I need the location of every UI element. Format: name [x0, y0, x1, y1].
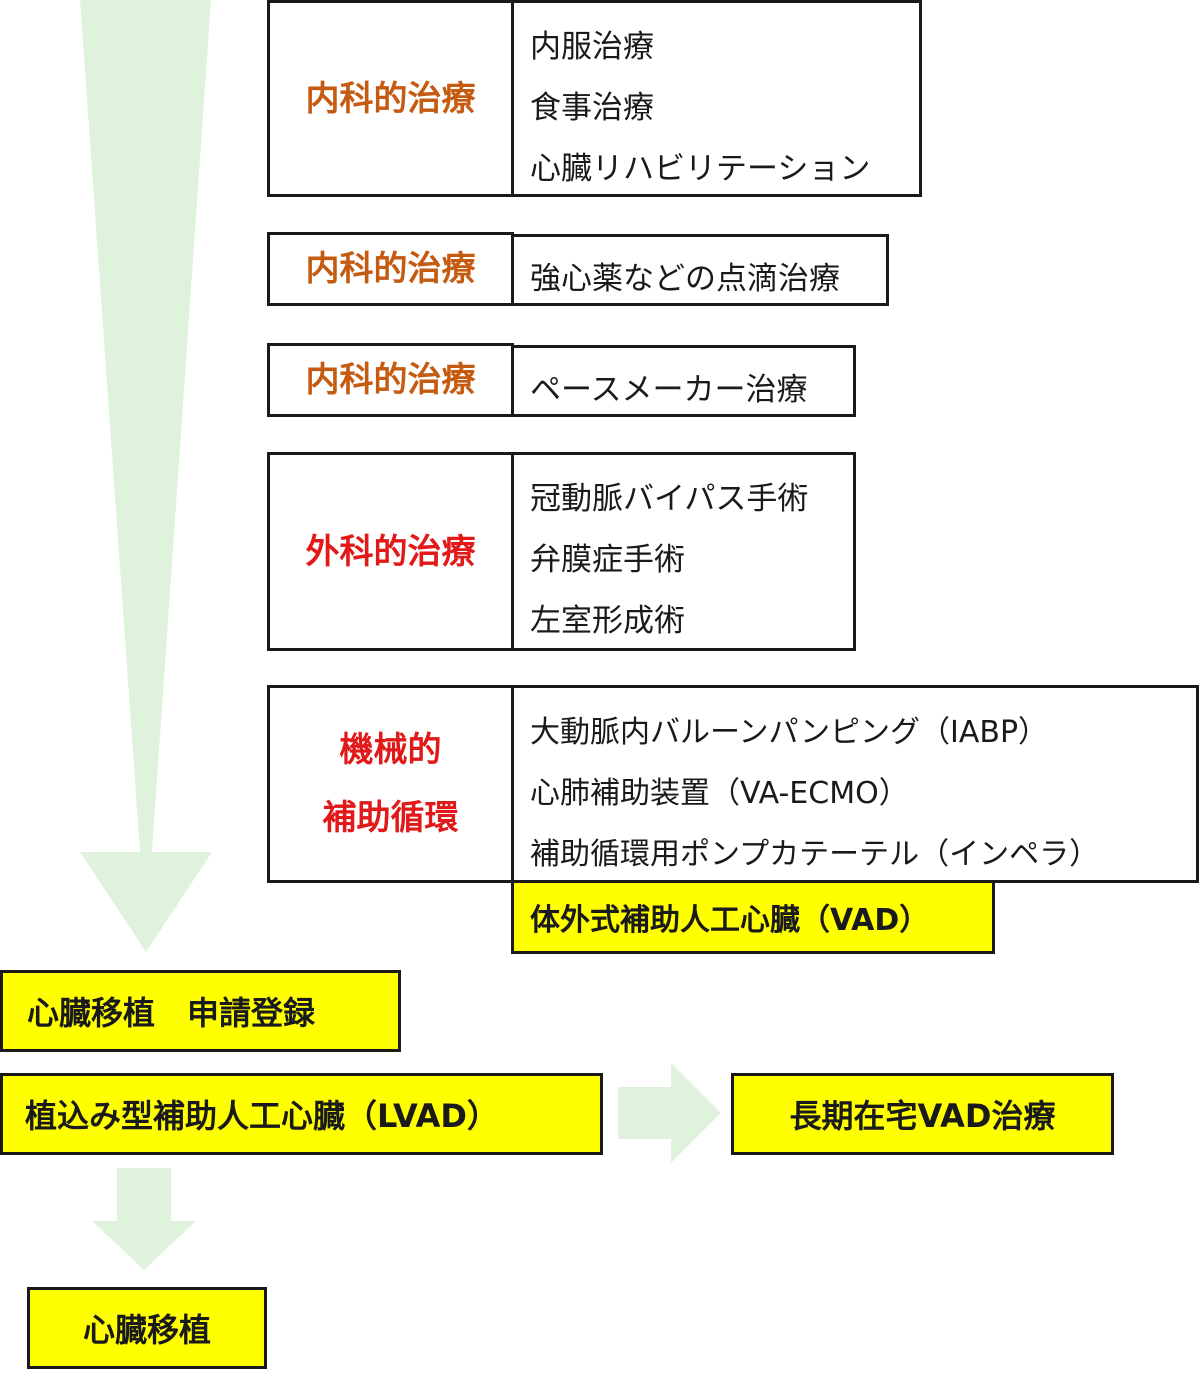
tier-item: 弁膜症手術 [530, 542, 685, 578]
main-down-arrow-icon [80, 0, 212, 952]
small-down-arrow-icon [92, 1168, 196, 1270]
tier-5-items: 大動脈内バルーンパンピング（IABP） 心肺補助装置（VA-ECMO） 補助循環… [511, 685, 1199, 883]
tier-item: 補助循環用ポンプカテーテル（インペラ） [530, 837, 1100, 872]
tier-item: 食事治療 [530, 90, 654, 126]
tier-4-category: 外科的治療 [267, 452, 514, 651]
tier-1-category: 内科的治療 [267, 0, 514, 197]
tier-item: 心肺補助装置（VA-ECMO） [530, 776, 909, 811]
home-vad-box: 長期在宅VAD治療 [731, 1073, 1114, 1155]
transplant-box: 心臓移植 [27, 1287, 267, 1369]
tier-3-item: ペースメーカー治療 [511, 345, 856, 417]
tier-item: 左室形成術 [530, 603, 685, 639]
tier-4-items: 冠動脈バイパス手術 弁膜症手術 左室形成術 [511, 452, 856, 651]
tier-3-category: 内科的治療 [267, 343, 514, 417]
tier-item: 冠動脈バイパス手術 [530, 481, 809, 517]
tier-1-items: 内服治療 食事治療 心臓リハビリテーション [511, 0, 922, 197]
tier-item: 内服治療 [530, 29, 654, 65]
lvad-box: 植込み型補助人工心臓（LVAD） [0, 1073, 603, 1155]
vad-box: 体外式補助人工心臓（VAD） [511, 880, 995, 954]
tier-item: 心臓リハビリテーション [530, 151, 871, 187]
right-arrow-icon [618, 1063, 721, 1163]
tier-2-category: 内科的治療 [267, 232, 514, 306]
transplant-registration-box: 心臓移植 申請登録 [0, 970, 401, 1052]
tier-2-item: 強心薬などの点滴治療 [511, 234, 889, 306]
tier-item: 大動脈内バルーンパンピング（IABP） [530, 715, 1049, 750]
tier-5-category: 機械的 補助循環 [267, 685, 514, 883]
